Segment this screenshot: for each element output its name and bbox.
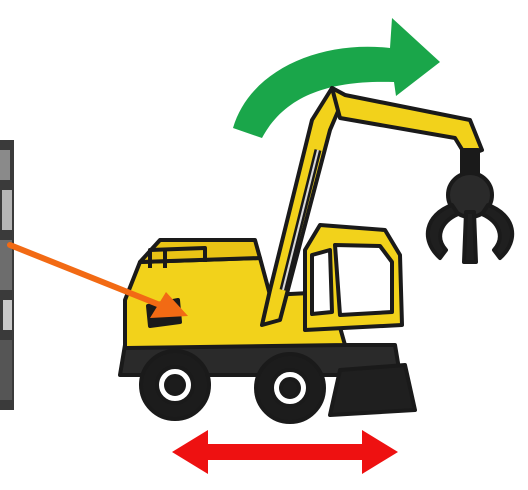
cab-window-side — [312, 250, 332, 314]
grapple-tine-left — [428, 205, 458, 258]
front-wheel — [141, 351, 209, 419]
rear-wheel — [256, 354, 324, 422]
left-photo-strip — [0, 140, 14, 410]
travel-arrow — [172, 430, 398, 474]
boom-arm — [332, 88, 482, 156]
dozer-blade — [330, 365, 415, 415]
machine — [120, 88, 512, 422]
grapple-tine-center — [464, 212, 476, 262]
cab-window-front — [335, 245, 392, 315]
grapple-tine-right — [482, 205, 512, 258]
